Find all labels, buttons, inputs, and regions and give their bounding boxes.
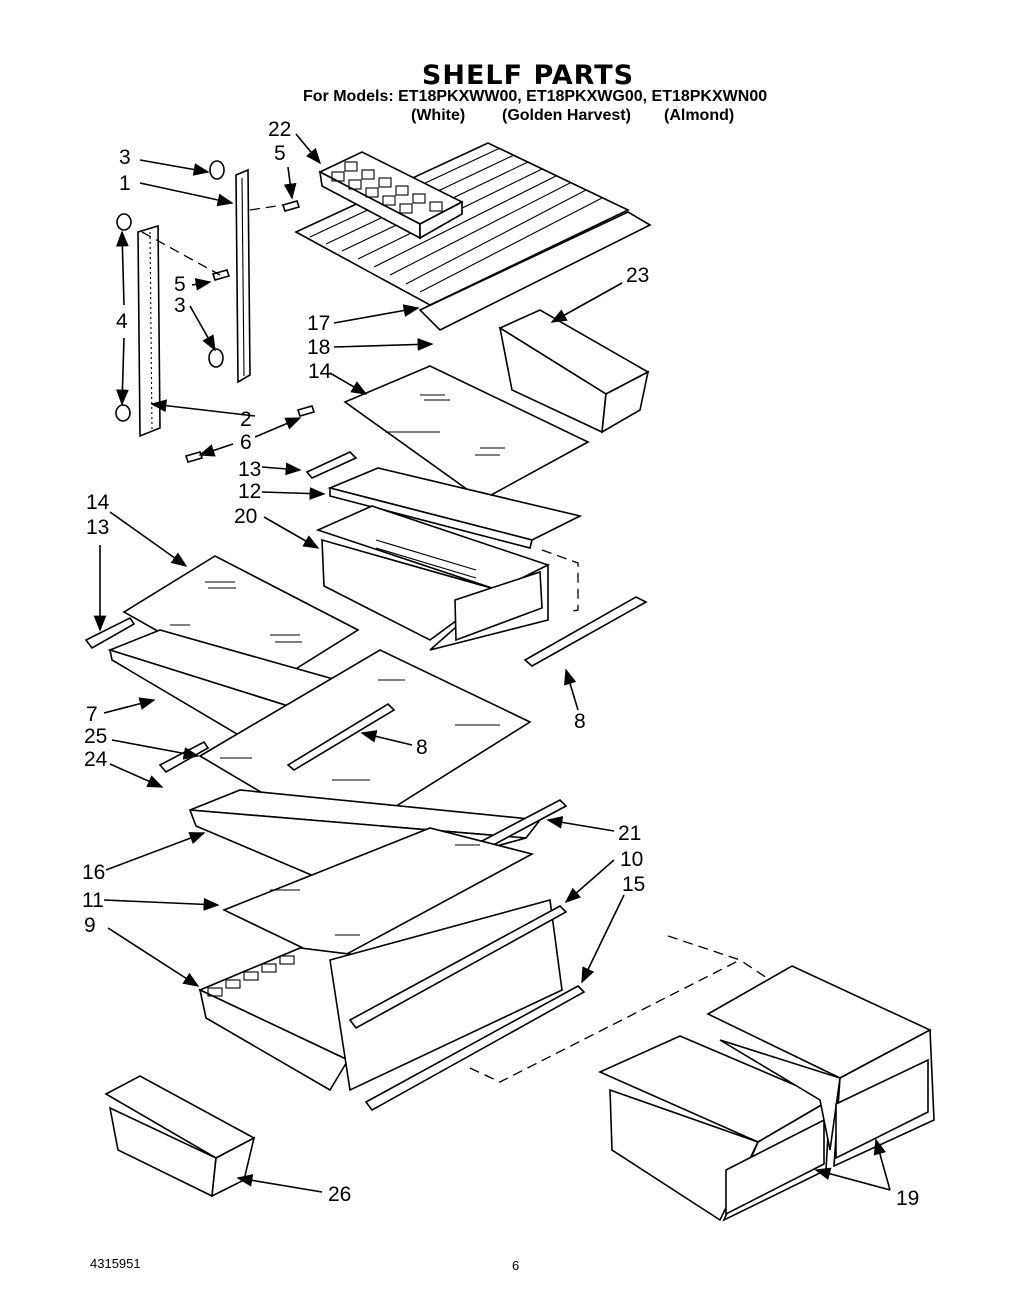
trim-part-10 bbox=[348, 905, 568, 1030]
page-number: 6 bbox=[512, 1258, 520, 1273]
label-part-8b: 8 bbox=[574, 710, 586, 733]
color-almond: (Almond) bbox=[664, 107, 735, 124]
shelf-frame-part-12 bbox=[327, 467, 583, 549]
rail-left-part-2 bbox=[137, 224, 161, 438]
label-part-3a: 3 bbox=[119, 146, 131, 169]
label-part-22: 22 bbox=[268, 118, 291, 141]
label-part-12: 12 bbox=[238, 480, 261, 503]
shelf-trim-part-13-upper bbox=[305, 451, 358, 479]
label-part-13b: 13 bbox=[86, 516, 109, 539]
label-part-16: 16 bbox=[82, 861, 105, 884]
trim-part-8-right bbox=[523, 596, 648, 667]
shelf-trim-part-13-lower bbox=[84, 616, 136, 650]
label-part-9: 9 bbox=[84, 914, 96, 937]
rail-right-part-1 bbox=[235, 168, 251, 384]
label-part-23: 23 bbox=[626, 264, 649, 287]
models-line: For Models: ET18PKXWW00, ET18PKXWG00, ET… bbox=[303, 88, 768, 105]
label-part-4: 4 bbox=[116, 310, 128, 333]
door-bin-part-26 bbox=[104, 1075, 256, 1198]
rail-caps bbox=[115, 160, 225, 422]
label-part-7: 7 bbox=[86, 703, 98, 726]
glass-shelf-part-14-upper bbox=[343, 365, 590, 501]
door-bin-part-23 bbox=[498, 309, 650, 434]
label-part-6: 6 bbox=[240, 431, 252, 454]
label-part-15: 15 bbox=[622, 873, 645, 896]
label-part-5b: 5 bbox=[174, 273, 186, 296]
color-golden-harvest: (Golden Harvest) bbox=[502, 107, 631, 124]
label-part-17: 17 bbox=[307, 312, 330, 335]
label-part-18: 18 bbox=[307, 336, 330, 359]
crisper-cover-part-11 bbox=[222, 827, 535, 963]
trim-part-15 bbox=[364, 985, 586, 1112]
ice-tray-part-22 bbox=[318, 151, 464, 240]
label-part-25: 25 bbox=[84, 725, 107, 748]
label-part-1: 1 bbox=[119, 172, 131, 195]
label-part-2: 2 bbox=[240, 408, 252, 431]
document-number: 4315951 bbox=[90, 1256, 141, 1271]
page-title: SHELF PARTS bbox=[421, 60, 635, 91]
crisper-drawer-part-19-right bbox=[706, 965, 935, 1168]
label-part-14a: 14 bbox=[308, 360, 332, 383]
label-part-13a: 13 bbox=[238, 458, 261, 481]
trim-part-8-left bbox=[286, 702, 396, 771]
label-part-14b: 14 bbox=[86, 491, 110, 514]
label-part-19: 19 bbox=[896, 1187, 919, 1210]
label-part-11: 11 bbox=[82, 889, 104, 912]
color-white: (White) bbox=[411, 107, 466, 124]
label-part-8a: 8 bbox=[416, 736, 428, 759]
meat-keeper-part-20 bbox=[315, 505, 551, 651]
label-part-21: 21 bbox=[618, 822, 641, 845]
label-part-10: 10 bbox=[620, 848, 643, 871]
label-part-26: 26 bbox=[328, 1183, 351, 1206]
screws bbox=[184, 200, 316, 463]
label-part-24: 24 bbox=[84, 748, 108, 771]
label-part-20: 20 bbox=[234, 505, 257, 528]
label-part-3b: 3 bbox=[174, 294, 186, 317]
label-part-5a: 5 bbox=[274, 142, 286, 165]
